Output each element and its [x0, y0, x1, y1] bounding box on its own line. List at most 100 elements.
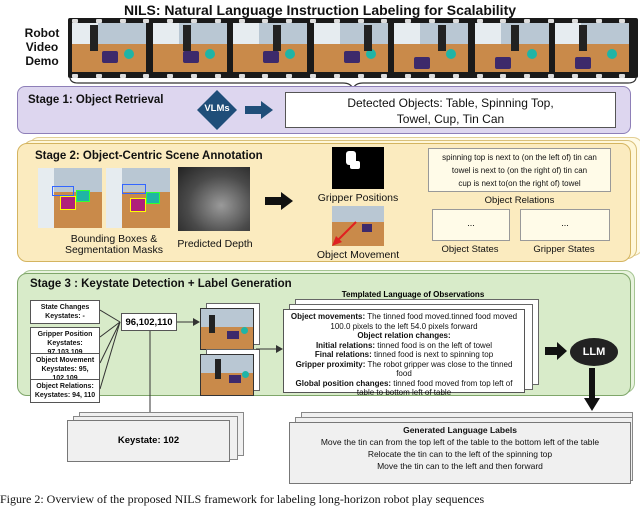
detected-objects-line2: Towel, Cup, Tin Can: [396, 112, 505, 126]
relation-line-2: towel is next to (on the right of) tin c…: [451, 166, 588, 175]
film-hole: [405, 18, 412, 23]
stage2-arrow-icon: [265, 192, 293, 210]
film-hole: [524, 73, 531, 78]
bbox-image-1: [38, 168, 102, 228]
object-movement-label: Object Movement: [316, 249, 400, 261]
film-hole: [571, 73, 578, 78]
film-hole: [95, 18, 102, 23]
figure-caption: Figure 2: Overview of the proposed NILS …: [0, 492, 485, 506]
film-hole: [429, 18, 435, 23]
video-frame: [72, 23, 146, 72]
llm-down-arrow-icon: [584, 368, 600, 411]
obs-final: Final relations: tinned food is next to …: [287, 350, 521, 360]
keystate-source-label: Gripper Position: [37, 331, 93, 338]
film-hole: [191, 18, 197, 23]
film-hole: [310, 18, 316, 23]
stage3-title: Stage 3 : Keystate Detection + Label Gen…: [30, 278, 292, 290]
object-relations-label: Object Relations: [484, 195, 555, 206]
film-hole: [548, 18, 554, 23]
object-states-label: Object States: [441, 244, 499, 255]
bbox-image-2: [106, 168, 170, 228]
relation-line-3: cup is next to(on the right of) towel: [458, 179, 581, 188]
generated-label-1: Move the tin can from the top left of th…: [320, 437, 600, 447]
film-hole: [95, 73, 102, 78]
bbox-label-line2: Segmentation Masks: [64, 244, 164, 256]
film-hole: [238, 73, 245, 78]
obs-global: Global position changes: tinned food mov…: [287, 379, 521, 398]
obs-initial: Initial relations: tinned food is on the…: [287, 341, 521, 351]
obs-key: Object relation changes:: [357, 331, 451, 340]
movement-red-arrow-icon: [332, 221, 357, 246]
robot-demo-label: Robot Video Demo: [24, 26, 60, 68]
film-hole: [310, 73, 316, 78]
depth-label: Predicted Depth: [177, 238, 253, 250]
obs-key: Global position changes:: [295, 378, 392, 388]
film-hole: [333, 18, 340, 23]
object-relations-box: spinning top is next to (on the left of)…: [428, 148, 611, 192]
film-hole: [214, 73, 221, 78]
keystate-frame-1: [200, 308, 254, 350]
video-frame: [474, 23, 549, 72]
frames-to-observations-arrow-icon: [256, 345, 283, 353]
film-hole: [286, 73, 293, 78]
keystate-source-value: Keystates: -: [45, 313, 85, 320]
film-hole: [452, 18, 459, 23]
video-frame: [152, 23, 227, 72]
keystate-merge-lines: [100, 309, 121, 390]
video-frame: [555, 23, 629, 72]
gripper-mask-image: [332, 147, 384, 189]
film-hole: [119, 73, 126, 78]
keystate-source-label: Object Relations:: [36, 383, 94, 390]
video-frame: [313, 23, 388, 72]
film-hole: [262, 18, 269, 23]
obs-text: The tinned food moved.tinned food moved …: [330, 312, 518, 331]
generated-labels-title: Generated Language Labels: [403, 425, 517, 435]
relation-line-1: spinning top is next to (on the left of)…: [442, 153, 597, 162]
keystate-source-value: Keystates: 97,103,109: [47, 340, 83, 356]
obs-relation-changes: Object relation changes:: [287, 331, 521, 341]
stage2-title: Stage 2: Object-Centric Scene Annotation: [35, 150, 263, 162]
film-hole: [72, 18, 78, 23]
object-movement-image: [332, 206, 384, 246]
observations-to-llm-arrow-icon: [545, 342, 567, 360]
detected-objects-line1: Detected Objects: Table, Spinning Top,: [347, 96, 554, 110]
film-hole: [571, 18, 578, 23]
obs-text: The robot gripper was close to the tinne…: [367, 359, 513, 379]
film-hole: [214, 18, 221, 23]
film-hole: [500, 18, 507, 23]
gripper-positions-label: Gripper Positions: [317, 192, 399, 204]
keystate-output-box: Keystate: 102: [67, 420, 230, 462]
obs-key: Final relations:: [314, 350, 372, 359]
film-hole: [72, 73, 78, 78]
object-states-box: ...: [432, 209, 510, 241]
keystate-source-state-changes: State Changes Keystates: -: [30, 300, 100, 324]
bbox-label: Bounding Boxes & Segmentation Masks: [52, 234, 176, 256]
film-hole: [381, 18, 388, 23]
llm-node: LLM: [570, 338, 618, 366]
obs-text: tinned food is next to spinning top: [373, 350, 494, 359]
film-hole: [619, 73, 626, 78]
vlm-label: VLMs: [204, 103, 230, 114]
keystate-source-value: Keystates: 94, 110: [34, 392, 96, 399]
obs-movements: Object movements: The tinned food moved.…: [287, 312, 521, 331]
generated-labels-box: Generated Language Labels Move the tin c…: [289, 422, 631, 484]
detected-objects-box: Detected Objects: Table, Spinning Top, T…: [285, 92, 616, 128]
video-frame: [233, 23, 307, 72]
observations-box: Object movements: The tinned food moved.…: [283, 309, 525, 397]
film-hole: [619, 18, 626, 23]
film-hole: [333, 73, 340, 78]
depth-image: [178, 167, 250, 231]
film-hole: [143, 73, 150, 78]
film-hole: [500, 73, 507, 78]
vlm-diamond: [197, 90, 237, 130]
film-hole: [595, 18, 602, 23]
obs-text: tinned food is on the left of towel: [377, 340, 493, 350]
combined-keystates-box: 96,102,110: [121, 313, 177, 331]
film-hole: [286, 18, 293, 23]
keystate-to-frames-arrow-icon: [177, 318, 200, 326]
film-hole: [548, 73, 554, 78]
film-hole: [429, 73, 435, 78]
keystate-source-object-relations: Object Relations: Keystates: 94, 110: [30, 379, 100, 403]
film-hole: [524, 18, 531, 23]
figure-title: NILS: Natural Language Instruction Label…: [123, 2, 517, 18]
